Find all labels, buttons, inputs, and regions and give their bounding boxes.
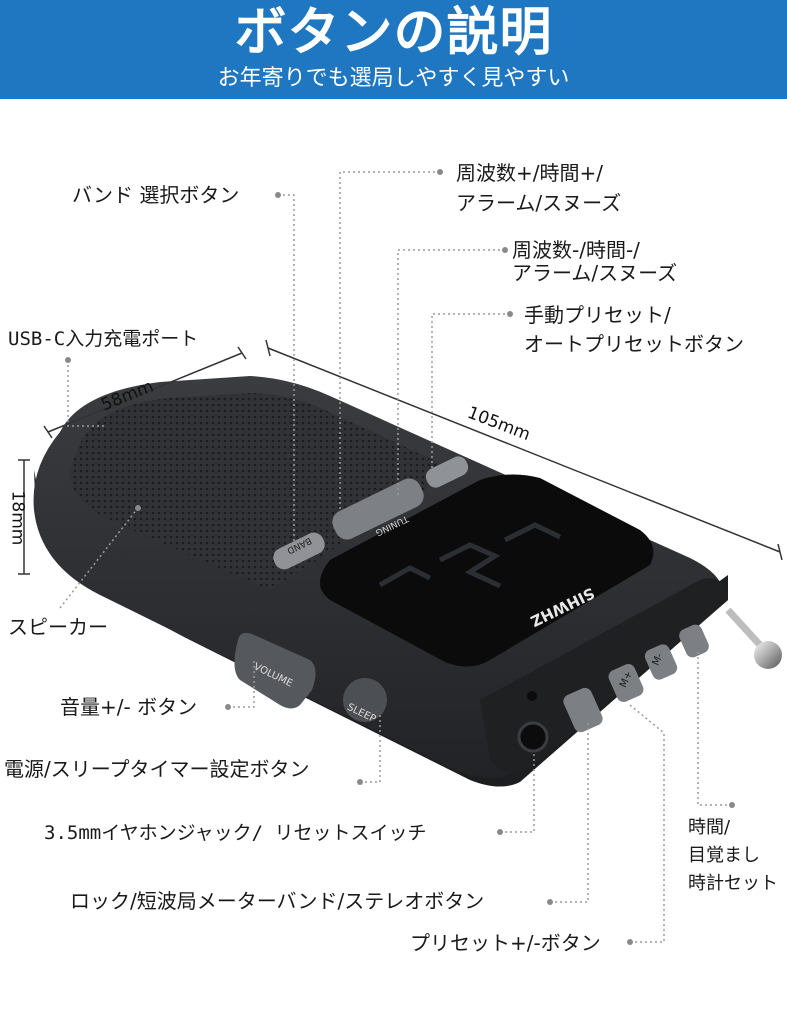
leader-volume [228, 660, 255, 708]
label-freq-up-2: アラーム/スヌーズ [456, 191, 622, 215]
label-preset-pm: プリセット+/-ボタン [410, 931, 601, 955]
label-preset-2: オートプリセットボタン [524, 332, 744, 356]
leader-freq-down [397, 249, 505, 495]
label-freq-up-1: 周波数+/時間+/ [456, 161, 603, 185]
page-subtitle: お年寄りでも選局しやすく見やすい [217, 66, 570, 91]
label-volume: 音量+/- ボタン [60, 695, 198, 719]
antenna-knob [754, 641, 782, 669]
volume-rocker [234, 632, 316, 709]
leader-sleep [360, 712, 381, 783]
antenna-rod [725, 607, 763, 648]
mminus-key [644, 644, 678, 680]
header-banner: ボタンの説明 お年寄りでも選局しやすく見やすい [0, 0, 787, 99]
lcd-digits [378, 522, 562, 589]
leader-time [697, 650, 732, 806]
time-key [679, 624, 709, 658]
leader-freq-up [339, 171, 440, 512]
label-time-2: 目覚まし [688, 845, 760, 866]
label-jack-reset: 3.5mmイヤホンジャック/ リセットスイッチ [44, 822, 427, 844]
earphone-jack [517, 721, 549, 753]
dim-width-line [47, 352, 243, 433]
label-time-1: 時間/ [688, 817, 731, 838]
label-freq-down-1: 周波数-/時間-/ [512, 238, 640, 262]
leader-preset-pm [629, 704, 665, 943]
sleep-key [343, 678, 387, 722]
leader-preset [431, 313, 510, 470]
reset-hole [527, 691, 537, 701]
speaker-grille [69, 393, 455, 590]
label-band-select: バンド 選択ボタン [72, 183, 240, 207]
leader-band [278, 194, 295, 555]
leader-speaker [59, 507, 139, 609]
label-usb-port: USB-C入力充電ポート [8, 328, 199, 350]
lock-key [563, 687, 603, 733]
menu-key [425, 456, 469, 488]
dim-thickness-label: 18mm [7, 490, 28, 546]
label-lock-button: ロック/短波局メーターバンド/ステレオボタン [70, 889, 485, 913]
leader-usb [67, 360, 104, 427]
label-speaker: スピーカー [8, 615, 108, 639]
page-title: ボタンの説明 [234, 3, 553, 63]
leader-jack [500, 752, 535, 833]
label-time-3: 時計セット [688, 873, 778, 894]
device-end-panel [480, 578, 728, 773]
label-freq-down-2: アラーム/スヌーズ [512, 261, 678, 285]
label-preset-1: 手動プリセット/ [524, 303, 671, 327]
tuning-key [332, 478, 424, 540]
mplus-key [608, 664, 644, 702]
dim-length-line [267, 347, 781, 553]
display-panel [320, 474, 654, 667]
band-key [273, 532, 325, 570]
label-power-sleep: 電源/スリープタイマー設定ボタン [4, 757, 310, 781]
